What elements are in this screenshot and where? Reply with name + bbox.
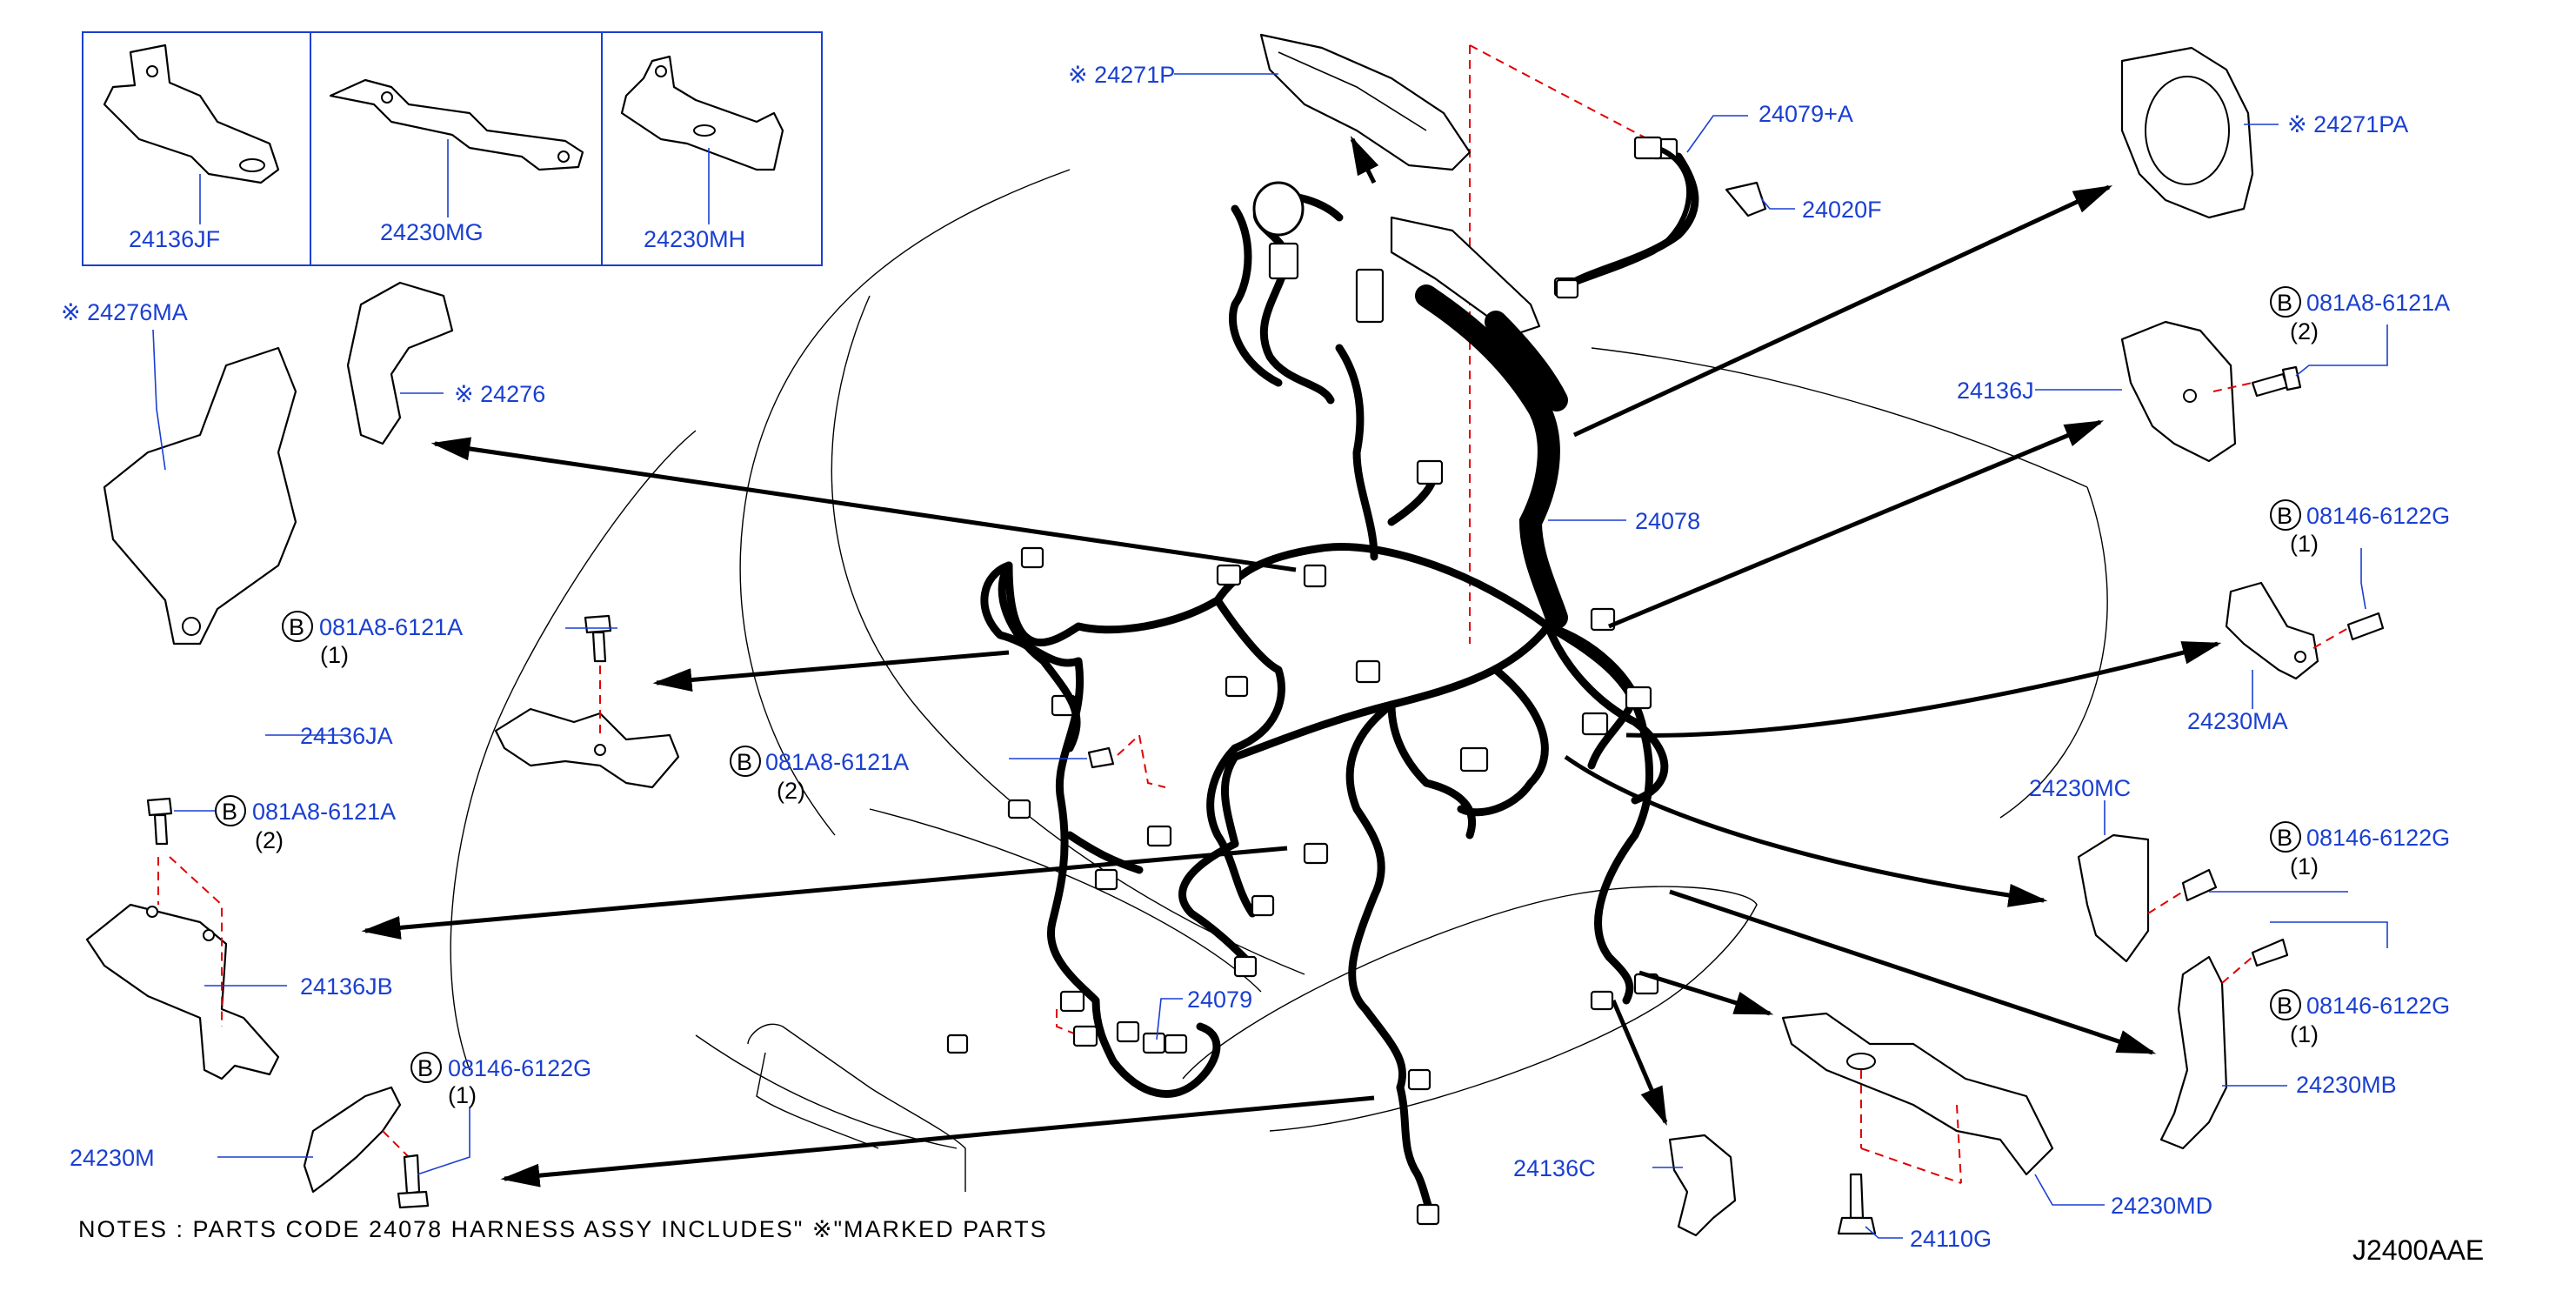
b-markers: B B B B B B B B [215,286,2301,1083]
svg-text:B: B [2277,825,2292,851]
part-labels: ※ 24271P 24079+A 24020F ※ 24271PA ※ 2427… [61,62,2450,1252]
bolt-08146-6122G-m [382,1130,430,1209]
bracket-24136JA-drawing [494,707,680,789]
bolt-part-b7: 08146-6122G [2306,825,2450,851]
svg-text:B: B [2277,503,2292,529]
cover-24271PA-drawing [2120,46,2254,219]
notes-text: NOTES : PARTS CODE 24078 HARNESS ASSY IN… [78,1216,1048,1242]
bolt-qty-b4: (2) [777,778,805,804]
bracket-24136J-drawing [2120,320,2237,463]
bracket-24230MC-drawing [2077,833,2150,963]
bracket-24136JB-drawing [85,903,280,1080]
label-24136C: 24136C [1513,1155,1596,1181]
label-24136JB: 24136JB [300,973,393,1000]
bracket-24230M-drawing [303,1086,402,1194]
bolt-24110G-drawing [1837,1173,1877,1235]
label-24276MA: ※ 24276MA [61,299,188,325]
svg-text:B: B [289,614,304,640]
bracket-24230MB-drawing [2159,955,2228,1150]
harness-upper-section [1252,181,1568,411]
bolt-part-b5: 081A8-6121A [252,799,396,825]
bolt-part-b3: 081A8-6121A [319,614,463,640]
bolt-part-b6: 08146-6122G [448,1055,591,1081]
bracket-24230MH-drawing [620,55,784,171]
bolt-qty-b3: (1) [320,642,349,668]
bolt-qty-b5: (2) [255,827,284,853]
bolt-qty-b7: (1) [2290,853,2319,880]
bracket-24230MG-drawing [329,78,584,171]
label-24271P: ※ 24271P [1068,62,1175,88]
bolt-08146-6122G-mb [2221,938,2289,984]
bolt-qty-b8: (1) [2290,1021,2319,1047]
inset-parts-box: 24136JF 24230MG 24230MH [82,31,823,266]
label-24276: ※ 24276 [454,381,545,407]
bracket-24230MA-drawing [2225,581,2319,680]
bracket-24136JF-drawing [103,43,280,184]
bolt-qty-b6: (1) [448,1082,477,1108]
svg-text:B: B [417,1055,433,1081]
label-24136J: 24136J [1957,378,2034,404]
bracket-24230MD-drawing [1781,1012,2054,1176]
bolt-081A8-6121A-center [1087,733,1166,788]
sensor-cable-24079A [1555,136,1692,299]
svg-text:B: B [2277,993,2292,1019]
label-24020F: 24020F [1802,197,1882,223]
leader-lines [152,73,2388,1239]
bolt-081A8-6121A-right [2212,365,2302,398]
sub-harness-24079 [998,561,1166,1054]
main-harness-24078 [980,152,1699,1222]
bolt-part-b4: 081A8-6121A [765,749,909,775]
inset-label-24230MH: 24230MH [644,226,745,252]
bolt-08146-6122G-ma [2312,612,2385,649]
bolt-part-b2: 08146-6122G [2306,503,2450,529]
bolt-qty-b1: (2) [2290,318,2319,344]
bolt-qty-b2: (1) [2290,531,2319,557]
svg-text:B: B [222,799,237,825]
clip-24020F-drawing [1725,181,1767,217]
bracket-24136C-drawing [1668,1134,1737,1237]
svg-text:B: B [737,749,752,775]
label-24078: 24078 [1635,508,1700,534]
label-24271PA: ※ 24271PA [2287,111,2408,137]
svg-text:B: B [2277,290,2292,316]
label-24230MD: 24230MD [2111,1193,2212,1219]
label-24136JA: 24136JA [300,723,393,749]
inset-label-24230MG: 24230MG [380,219,484,245]
diagram-code: J2400AAE [2352,1234,2484,1266]
label-24230MA: 24230MA [2187,708,2288,734]
bolt-part-b8: 08146-6122G [2306,993,2450,1019]
label-24110G: 24110G [1910,1226,1992,1252]
label-24079A: 24079+A [1758,101,1853,127]
cover-24271P-drawing [1259,33,1472,171]
label-24230MC: 24230MC [2029,775,2131,801]
label-24230MB: 24230MB [2296,1072,2397,1098]
label-24230M: 24230M [70,1145,155,1171]
cover-24276MA-drawing [103,346,297,646]
label-24079: 24079 [1187,987,1252,1013]
inset-label-24136JF: 24136JF [129,226,220,252]
bolt-08146-6122G-mc [2147,868,2218,914]
reference-arrows [361,135,2222,1187]
bolt-part-b1: 081A8-6121A [2306,290,2450,316]
cover-24276-drawing [346,281,454,445]
